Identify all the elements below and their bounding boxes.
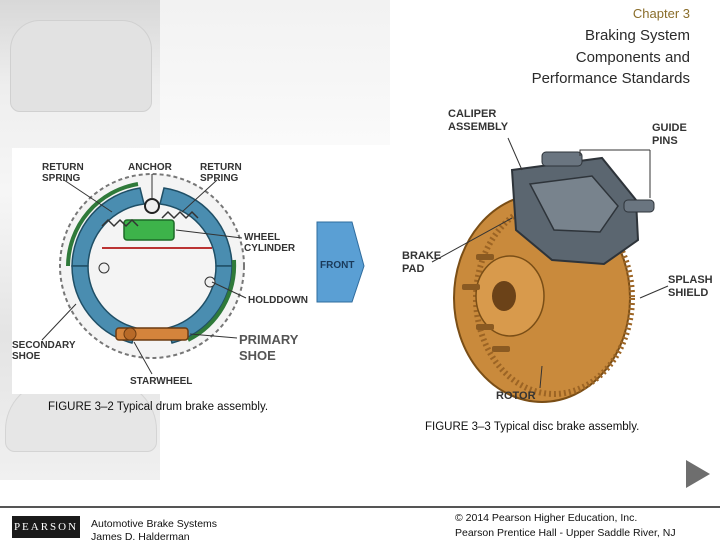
slide-title-line-3: Performance Standards (531, 70, 690, 87)
footer-zip-line: 07458 (455, 541, 717, 542)
label-wheel-cylinder: WHEEL CYLINDER (244, 232, 295, 254)
label-line: WHEEL (244, 232, 281, 243)
footer-publisher-line: Pearson Prentice Hall - Upper Saddle Riv… (455, 527, 676, 539)
play-triangle-icon (686, 460, 710, 488)
label-line: ASSEMBLY (448, 121, 509, 133)
footer-copyright: © 2014 Pearson Higher Education, Inc. Pe… (455, 511, 717, 542)
label-holddown: HOLDDOWN (248, 295, 308, 306)
label-line: CYLINDER (244, 243, 296, 254)
footer-book-info: Automotive Brake Systems James D. Halder… (91, 518, 217, 544)
label-line: PRIMARY (239, 332, 299, 347)
car-silhouette-top (10, 20, 152, 112)
label-splash-shield: SPLASH SHIELD (668, 274, 713, 300)
slide-header: Chapter 3 Braking System Components and … (532, 6, 690, 90)
label-secondary-shoe: SECONDARY SHOE (12, 340, 76, 362)
label-line: RETURN (200, 162, 242, 173)
label-line: SHIELD (668, 287, 709, 299)
pearson-logo: PEARSON (12, 516, 80, 538)
label-line: PAD (402, 263, 425, 275)
background-fade (160, 0, 390, 145)
label-line: SPRING (42, 173, 81, 184)
drum-figure-caption: FIGURE 3–2 Typical drum brake assembly. (48, 401, 269, 413)
label-brake-pad: BRAKE PAD (402, 250, 441, 276)
label-line: SECONDARY (12, 340, 76, 351)
footer-book-title: Automotive Brake Systems (91, 518, 218, 530)
footer-copyright-line: © 2014 Pearson Higher Education, Inc. (455, 512, 638, 524)
label-line: SHOE (239, 348, 276, 363)
chapter-label: Chapter 3 (632, 6, 690, 21)
label-caliper-assembly: CALIPER ASSEMBLY (448, 108, 508, 134)
slide-title-line-2: Components and (575, 48, 690, 66)
slide-title-line-1: Braking System (584, 27, 690, 44)
disc-brake-figure: CALIPER ASSEMBLY GUIDE PINS BRAKE PAD SP… (392, 100, 720, 410)
label-line: PINS (652, 135, 678, 147)
disc-brake-illustration (431, 137, 669, 403)
label-return-spring-left: RETURN SPRING (42, 162, 84, 184)
label-line: SPRING (200, 173, 239, 184)
label-line: GUIDE (652, 122, 687, 134)
label-line: BRAKE (402, 250, 442, 262)
drum-brake-illustration (41, 173, 365, 375)
label-primary-shoe: PRIMARY SHOE (239, 332, 298, 364)
disc-figure-caption: FIGURE 3–3 Typical disc brake assembly. (425, 421, 640, 433)
footer-author: James D. Halderman (91, 531, 190, 543)
label-line: SHOE (12, 351, 41, 362)
label-rotor: ROTOR (496, 390, 536, 402)
label-line: SPLASH (668, 274, 713, 286)
label-guide-pins: GUIDE PINS (652, 122, 687, 148)
label-anchor: ANCHOR (128, 162, 172, 173)
label-line: CALIPER (448, 108, 497, 120)
label-front: FRONT (320, 260, 355, 271)
label-return-spring-right: RETURN SPRING (200, 162, 242, 184)
drum-brake-figure: RETURN SPRING ANCHOR RETURN SPRING WHEEL… (12, 148, 370, 394)
next-slide-button[interactable] (684, 458, 712, 490)
label-starwheel: STARWHEEL (130, 376, 193, 387)
slide-footer: PEARSON Automotive Brake Systems James D… (0, 506, 720, 544)
label-line: RETURN (42, 162, 84, 173)
